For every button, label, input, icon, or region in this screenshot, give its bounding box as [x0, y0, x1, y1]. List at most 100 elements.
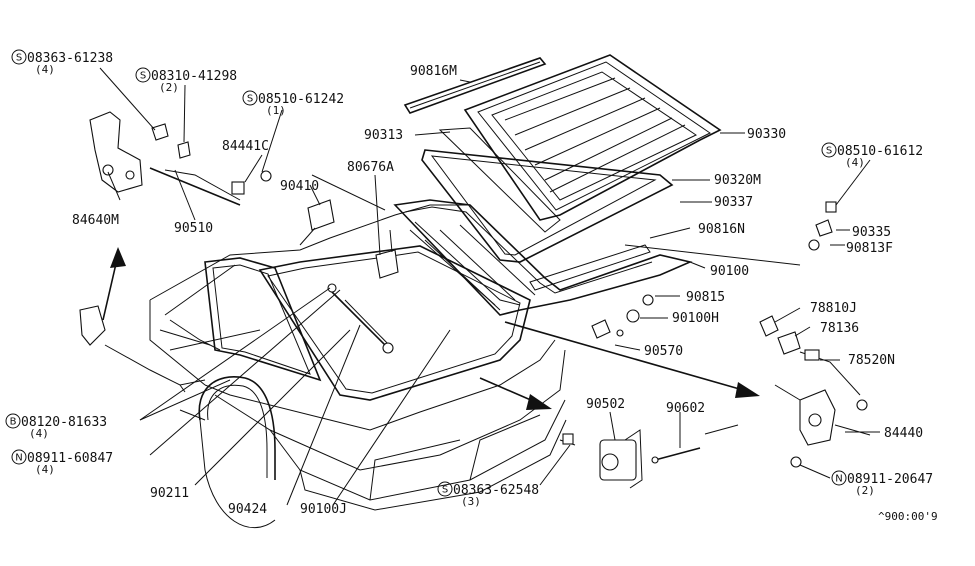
label-text: 78136: [820, 321, 859, 336]
part-label-p90337: 90337: [714, 195, 753, 210]
label-text: 08911-60847: [27, 451, 113, 466]
hinge-assembly: [79, 111, 399, 393]
part-label-p90502: 90502: [586, 397, 625, 412]
part-label-p90211: 90211: [150, 486, 189, 501]
part-label-p90410: 90410: [280, 179, 319, 194]
direction-arrows: [102, 247, 760, 410]
label-text: 90502: [586, 397, 625, 412]
part-label-n08911_60847: N 08911-60847(4): [11, 449, 113, 476]
part-label-p90570: 90570: [644, 344, 683, 359]
leader-lines: [99, 67, 880, 506]
label-text: 90100: [710, 264, 749, 279]
label-text: 90602: [666, 401, 705, 416]
part-label-p90816n: 90816N: [698, 222, 745, 237]
label-prefix: S: [826, 146, 832, 157]
gas-strut: [327, 283, 394, 354]
prefix-circle-icon: [821, 142, 837, 158]
part-label-p90100h: 90100H: [672, 311, 719, 326]
label-text: 90313: [364, 128, 403, 143]
part-label-p78810j: 78810J: [810, 301, 857, 316]
lock-assembly: [759, 315, 871, 468]
label-prefix: S: [140, 71, 146, 82]
part-label-p90100: 90100: [710, 264, 749, 279]
label-text: 84440: [884, 426, 923, 441]
label-prefix: S: [442, 485, 448, 496]
part-label-p90813f: 90813F: [846, 241, 893, 256]
part-label-p90100j: 90100J: [300, 502, 347, 517]
part-label-p90313: 90313: [364, 128, 403, 143]
car-body: [149, 204, 567, 529]
hatch-assembly: [393, 54, 722, 316]
label-text: 90816N: [698, 222, 745, 237]
label-text: 90337: [714, 195, 753, 210]
prefix-circle-icon: [437, 481, 453, 497]
label-qty: (4): [35, 463, 55, 476]
label-text: 90100J: [300, 502, 347, 517]
label-qty: (4): [29, 427, 49, 440]
prefix-circle-icon: [11, 449, 27, 465]
prefix-circle-icon: [5, 413, 21, 429]
prefix-circle-icon: [11, 49, 27, 65]
label-text: 08363-61238: [27, 51, 113, 66]
label-text: 90815: [686, 290, 725, 305]
label-text: 90424: [228, 502, 267, 517]
diagram-code: ^900:00'9: [878, 510, 938, 523]
part-label-p84441c: 84441C: [222, 139, 269, 154]
label-qty: (4): [35, 63, 55, 76]
label-prefix: S: [247, 94, 253, 105]
label-text: 90410: [280, 179, 319, 194]
part-label-p90815: 90815: [686, 290, 725, 305]
label-text: 84441C: [222, 139, 269, 154]
label-text: 08510-61612: [837, 144, 923, 159]
label-prefix: S: [16, 53, 22, 64]
part-label-p90335: 90335: [852, 225, 891, 240]
label-text: 90510: [174, 221, 213, 236]
label-text: 78520N: [848, 353, 895, 368]
part-label-p90330: 90330: [747, 127, 786, 142]
prefix-circle-icon: [831, 470, 847, 486]
label-text: 90211: [150, 486, 189, 501]
small-parts-right: [591, 201, 837, 339]
part-label-p84440: 84440: [884, 426, 923, 441]
label-text: 90100H: [672, 311, 719, 326]
part-label-p90320m: 90320M: [714, 173, 761, 188]
part-label-s08363_61238: S 08363-61238(4): [11, 49, 113, 76]
label-text: 08120-81633: [21, 415, 107, 430]
part-label-p90510: 90510: [174, 221, 213, 236]
part-label-s08510_61612: S 08510-61612(4): [821, 142, 923, 169]
part-label-s08310_41298: S 08310-41298(2): [135, 67, 237, 94]
label-text: 78810J: [810, 301, 857, 316]
part-label-p90424: 90424: [228, 502, 267, 517]
label-text: 08911-20647: [847, 472, 933, 487]
label-text: 90816M: [410, 64, 457, 79]
label-prefix: N: [15, 453, 22, 464]
part-label-s08510_61242: S 08510-61242(1): [242, 90, 344, 117]
label-qty: (2): [855, 484, 875, 497]
label-text: 90813F: [846, 241, 893, 256]
part-label-p78136: 78136: [820, 321, 859, 336]
part-label-p90816m: 90816M: [410, 64, 457, 79]
label-text: 80676A: [347, 160, 394, 175]
label-text: 08310-41298: [151, 69, 237, 84]
label-prefix: B: [10, 417, 17, 428]
prefix-circle-icon: [135, 67, 151, 83]
label-text: 90335: [852, 225, 891, 240]
label-qty: (2): [159, 81, 179, 94]
label-text: 08510-61242: [258, 92, 344, 107]
label-text: 84640M: [72, 213, 119, 228]
label-text: 90330: [747, 127, 786, 142]
part-label-p84640m: 84640M: [72, 213, 119, 228]
part-label-p80676a: 80676A: [347, 160, 394, 175]
part-label-p78520n: 78520N: [848, 353, 895, 368]
part-label-p90602: 90602: [666, 401, 705, 416]
label-text: 90570: [644, 344, 683, 359]
label-qty: (3): [461, 495, 481, 508]
label-qty: (1): [266, 104, 286, 117]
latch-assembly: [559, 424, 739, 489]
label-qty: (4): [845, 156, 865, 169]
